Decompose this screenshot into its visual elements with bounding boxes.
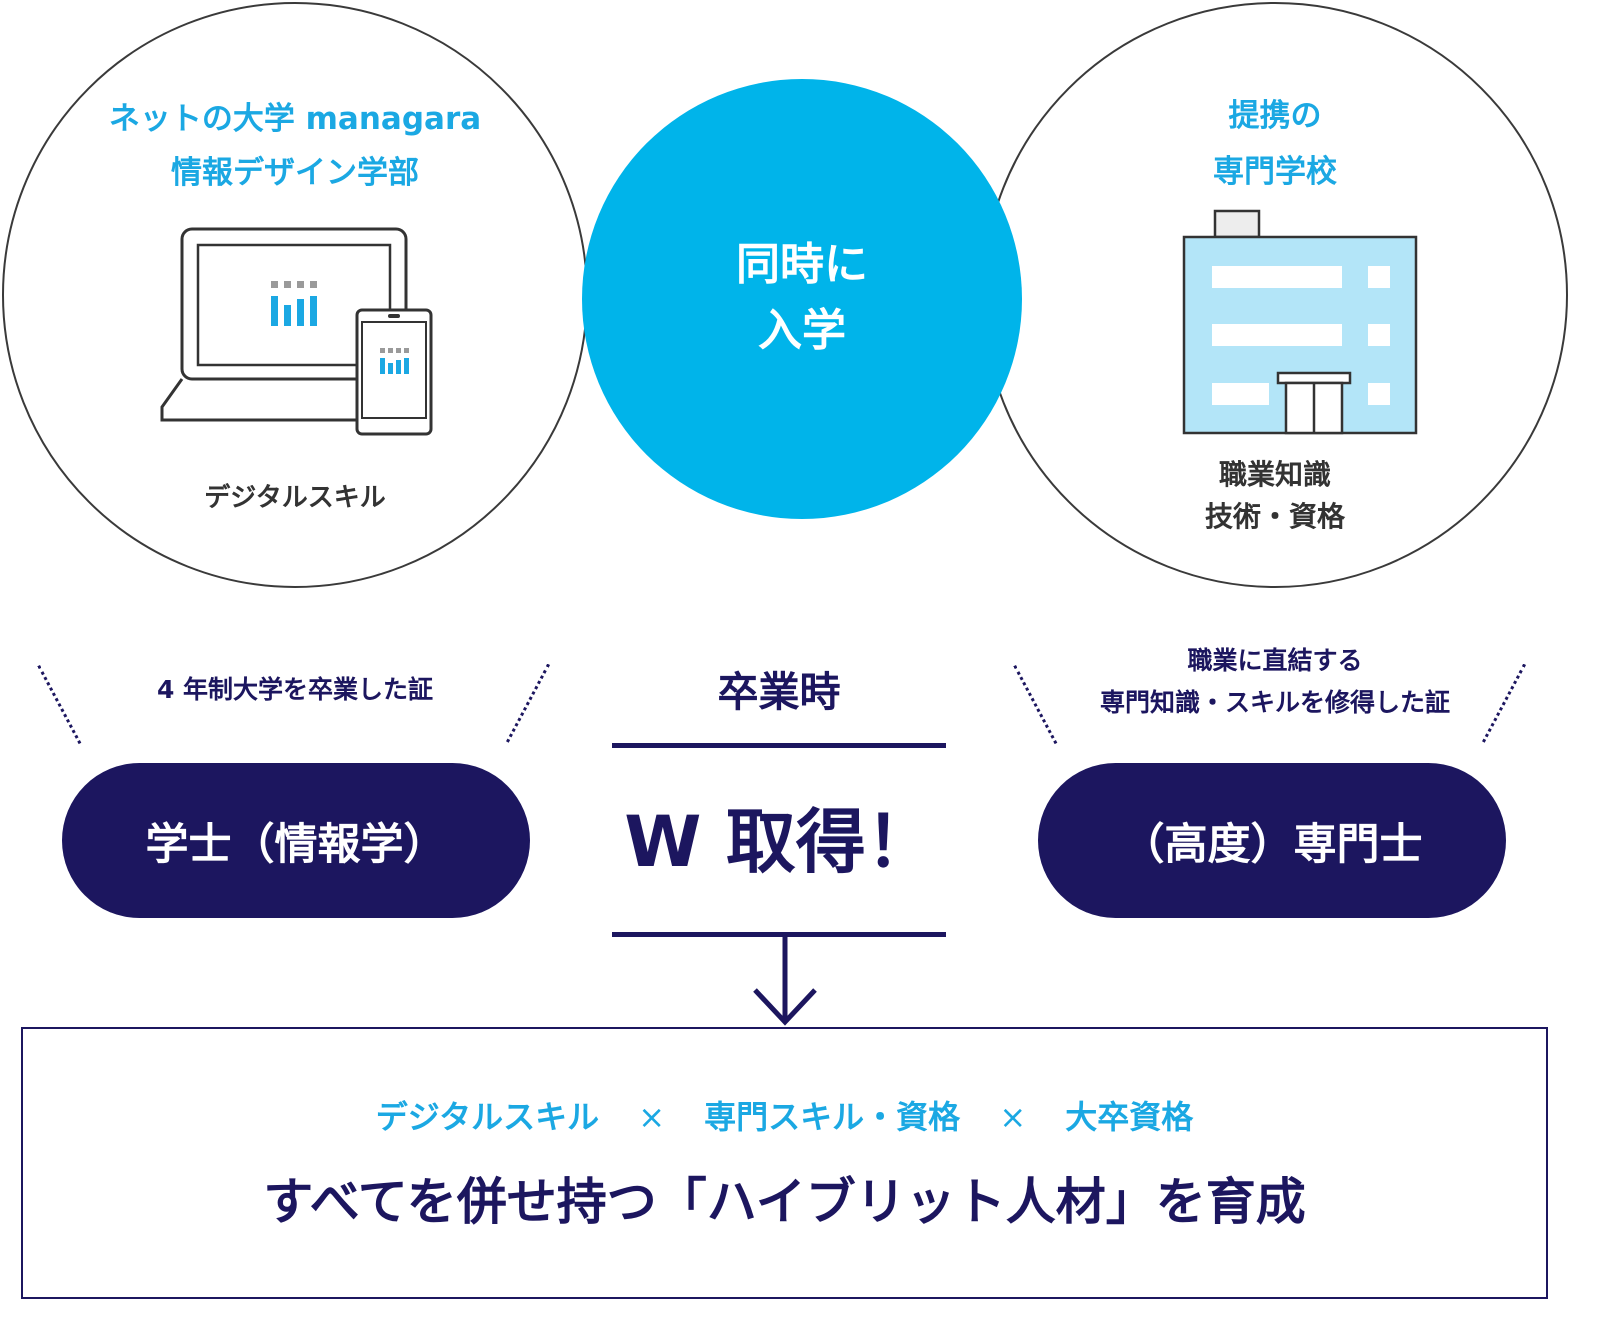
right-circle-title-line2: 専門学校 — [1213, 154, 1337, 190]
left-degree-note: 4 年制大学を卒業した証 — [156, 675, 434, 704]
right-degree-note-line2: 専門知識・スキルを修得した証 — [1099, 688, 1450, 717]
right-circle-caption: 職業知識 技術・資格 — [1125, 454, 1425, 538]
top-rule — [612, 743, 946, 748]
result-skills-line: デジタルスキル × 専門スキル・資格 × 大卒資格 — [21, 1092, 1548, 1142]
result-times-1: × — [638, 1098, 666, 1136]
result-item-university-degree: 大卒資格 — [1065, 1098, 1194, 1136]
managara-logo-icon — [271, 281, 317, 326]
left-degree-pill: 学士（情報学） — [62, 763, 530, 918]
building-icon — [1182, 209, 1418, 435]
left-note-dotted-line-left — [37, 665, 82, 745]
center-circle-line1: 同時に — [736, 239, 868, 290]
right-circle-title: 提携の 専門学校 — [1125, 88, 1425, 200]
left-degree-label: 学士（情報学） — [145, 819, 447, 870]
left-note-dotted-line-right — [506, 663, 550, 743]
right-degree-note-line1: 職業に直結する — [1187, 646, 1363, 675]
bottom-rule — [612, 932, 946, 937]
result-box — [21, 1027, 1548, 1299]
result-times-2: × — [999, 1098, 1027, 1136]
center-circle — [582, 79, 1022, 519]
center-circle-line2: 入学 — [758, 305, 846, 356]
smartphone-icon — [355, 308, 433, 436]
center-circle-text: 同時に 入学 — [682, 232, 922, 364]
right-circle-caption-line1: 職業知識 — [1218, 458, 1331, 491]
result-headline: すべてを併せ持つ「ハイブリット人材」を育成 — [263, 1173, 1306, 1231]
right-circle-title-line1: 提携の — [1228, 98, 1322, 134]
right-degree-pill: （高度）専門士 — [1038, 763, 1506, 918]
down-arrow-icon — [753, 936, 817, 1026]
result-item-digital-skill: デジタルスキル — [375, 1098, 600, 1136]
left-circle-title-line2: 情報デザイン学部 — [171, 155, 419, 191]
left-circle-caption: デジタルスキル — [204, 483, 386, 513]
right-degree-label: （高度）専門士 — [1121, 819, 1423, 870]
right-circle-caption-line2: 技術・資格 — [1204, 500, 1345, 533]
left-circle-title-line1: ネットの大学 managara — [108, 101, 482, 137]
result-item-specialist-skill: 専門スキル・資格 — [704, 1098, 961, 1136]
laptop-icon — [160, 227, 408, 422]
graduation-heading: 卒業時 — [717, 668, 841, 716]
right-degree-note: 職業に直結する 専門知識・スキルを修得した証 — [1040, 640, 1510, 724]
w-acquire-text: W 取得！ — [624, 801, 936, 883]
left-circle-title: ネットの大学 managara 情報デザイン学部 — [60, 92, 530, 200]
